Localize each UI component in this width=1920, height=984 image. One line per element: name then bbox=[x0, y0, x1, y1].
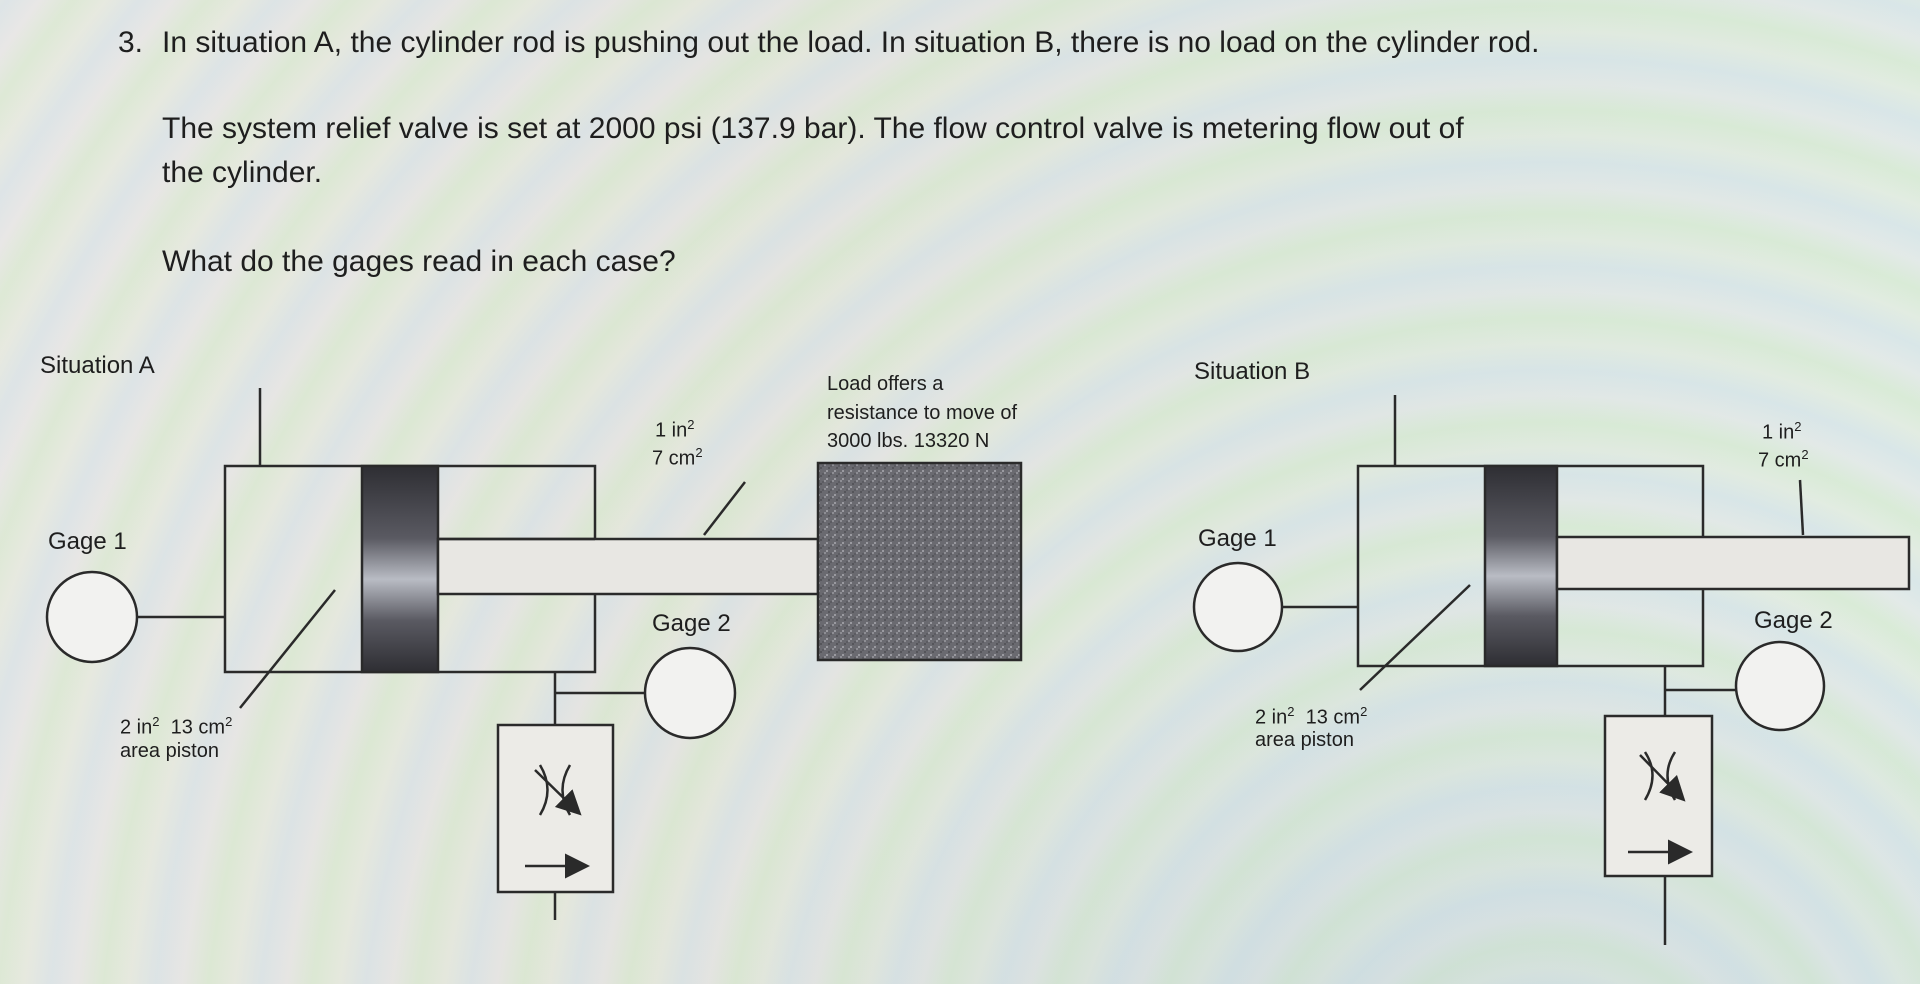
situation-a-cylinder bbox=[223, 388, 1023, 709]
situation-b-piston-caption: area piston bbox=[1255, 729, 1354, 751]
situation-a-gage2-circle bbox=[643, 646, 737, 740]
situation-b-cylinder bbox=[1356, 395, 1911, 691]
situation-a-load-block bbox=[816, 461, 1023, 662]
situation-b-rod-area-leader bbox=[1798, 479, 1805, 536]
situation-a-piston-area: 2 in2 13 cm2 bbox=[120, 714, 233, 739]
situation-a-rod-area-leader bbox=[703, 481, 746, 536]
situation-a-piston bbox=[360, 464, 440, 674]
situation-b-title: Situation B bbox=[1194, 358, 1311, 385]
situation-a-throttle-left bbox=[538, 764, 549, 816]
question-number: 3. bbox=[118, 26, 144, 59]
situation-a-piston-area-leader bbox=[239, 589, 336, 709]
situation-b-rod-area-cm: 7 cm2 bbox=[1758, 447, 1809, 472]
situation-b-flow-control-valve bbox=[1603, 714, 1714, 878]
situation-b-gage2-circle bbox=[1734, 640, 1826, 732]
situation-b-gage1-label: Gage 1 bbox=[1198, 525, 1277, 552]
situation-a-rod bbox=[436, 537, 820, 596]
situation-a-rod-area-cm: 7 cm2 bbox=[652, 445, 703, 470]
situation-a-gage1-circle bbox=[45, 570, 139, 664]
situation-b-adjust-arrow bbox=[1639, 754, 1686, 802]
situation-b-piston bbox=[1483, 464, 1559, 668]
situation-a-gage2-label: Gage 2 bbox=[652, 610, 731, 637]
load-text-line-1: Load offers a bbox=[827, 373, 944, 395]
situation-a-gage1 bbox=[45, 570, 225, 664]
situation-a-rod-area-in: 1 in2 bbox=[655, 417, 695, 442]
situation-a-title: Situation A bbox=[40, 352, 155, 379]
situation-b-rod-area-in: 1 in2 bbox=[1762, 419, 1802, 444]
situation-b-piston-area: 2 in2 13 cm2 bbox=[1255, 704, 1368, 729]
situation-a-gage1-label: Gage 1 bbox=[48, 528, 127, 555]
question-line-3: What do the gages read in each case? bbox=[162, 245, 676, 278]
situation-b-throttle-left bbox=[1643, 751, 1654, 801]
question-line-2a: The system relief valve is set at 2000 p… bbox=[162, 112, 1464, 145]
situation-b-gage2-and-valve bbox=[1603, 640, 1826, 945]
load-text-line-2: resistance to move of bbox=[827, 402, 1018, 424]
question-line-1: In situation A, the cylinder rod is push… bbox=[162, 26, 1540, 59]
situation-b-rod bbox=[1555, 535, 1911, 591]
situation-a-adjust-arrow bbox=[534, 769, 582, 816]
situation-b-gage2-label: Gage 2 bbox=[1754, 607, 1833, 634]
load-text-line-3: 3000 lbs. 13320 N bbox=[827, 430, 990, 452]
situation-a-gage2-and-valve bbox=[496, 646, 737, 920]
situation-a-piston-caption: area piston bbox=[120, 740, 219, 762]
situation-b-gage1-circle bbox=[1192, 561, 1284, 653]
situation-b-gage1 bbox=[1192, 561, 1358, 653]
situation-b-piston-area-leader bbox=[1359, 584, 1471, 691]
question-line-2b: the cylinder. bbox=[162, 156, 323, 189]
